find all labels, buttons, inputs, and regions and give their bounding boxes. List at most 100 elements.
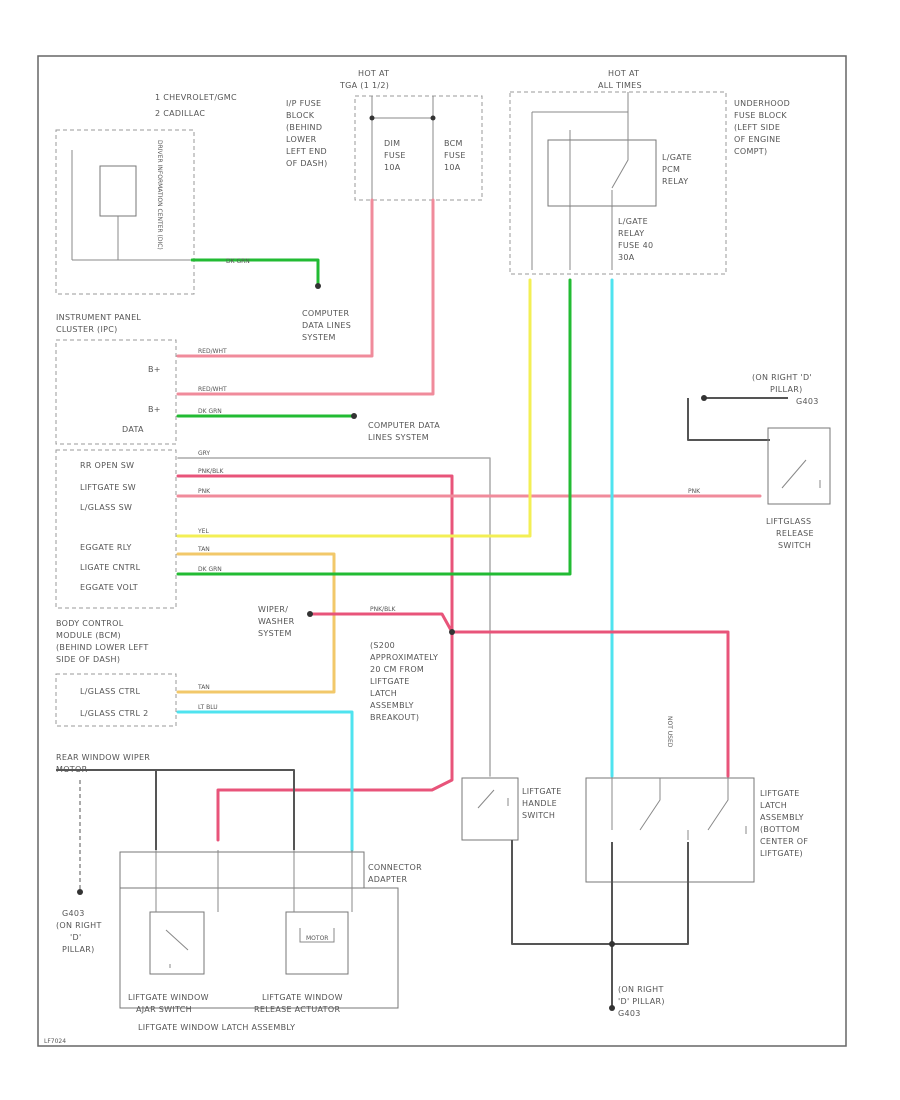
dim-fuse-label: DIM FUSE 10A — [384, 139, 406, 172]
window-latch-label: LIFTGATE WINDOW LATCH ASSEMBLY — [138, 1023, 295, 1032]
driver-info-center — [55, 129, 195, 295]
svg-text:L/GLASS CTRL 2: L/GLASS CTRL 2 — [80, 709, 149, 718]
svg-text:PNK/BLK: PNK/BLK — [370, 606, 397, 613]
svg-text:SYSTEM: SYSTEM — [302, 333, 336, 342]
svg-text:30A: 30A — [618, 253, 635, 262]
svg-text:'D': 'D' — [70, 933, 81, 942]
svg-text:BODY CONTROL: BODY CONTROL — [56, 619, 124, 628]
svg-text:(ON RIGHT: (ON RIGHT — [618, 985, 664, 994]
svg-text:PCM: PCM — [662, 165, 680, 174]
svg-text:PILLAR): PILLAR) — [62, 945, 95, 954]
svg-text:SIDE OF DASH): SIDE OF DASH) — [56, 655, 120, 664]
svg-text:LIFTGATE: LIFTGATE — [522, 787, 562, 796]
svg-text:FUSE 40: FUSE 40 — [618, 241, 653, 250]
svg-text:CONNECTOR: CONNECTOR — [368, 863, 422, 872]
svg-text:(BOTTOM: (BOTTOM — [760, 825, 800, 834]
svg-text:MODULE (BCM): MODULE (BCM) — [56, 631, 121, 640]
svg-text:SWITCH: SWITCH — [778, 541, 811, 550]
svg-text:PNK: PNK — [688, 488, 701, 495]
svg-text:LT BLU: LT BLU — [198, 704, 218, 711]
bcm-box-lower — [55, 673, 177, 727]
svg-text:LATCH: LATCH — [370, 689, 397, 698]
svg-text:RELEASE ACTUATOR: RELEASE ACTUATOR — [254, 1005, 340, 1014]
latch-assembly-label: LIFTGATE LATCH ASSEMBLY (BOTTOM CENTER O… — [760, 789, 808, 858]
svg-text:LEFT END: LEFT END — [286, 147, 327, 156]
wire-rear-wiper — [56, 769, 295, 850]
svg-text:PILLAR): PILLAR) — [770, 385, 803, 394]
svg-text:B+: B+ — [148, 405, 161, 414]
relay-fuse-label: L/GATE RELAY FUSE 40 30A — [618, 217, 653, 262]
svg-text:CENTER OF: CENTER OF — [760, 837, 808, 846]
svg-text:BLOCK: BLOCK — [286, 111, 315, 120]
svg-text:OF ENGINE: OF ENGINE — [734, 135, 781, 144]
svg-text:FUSE: FUSE — [444, 151, 466, 160]
svg-text:G403: G403 — [618, 1009, 641, 1018]
svg-text:ASSEMBLY: ASSEMBLY — [760, 813, 804, 822]
diagram-border — [37, 55, 847, 1047]
wiper-washer-label: WIPER/ WASHER SYSTEM — [258, 605, 294, 638]
svg-text:(LEFT SIDE: (LEFT SIDE — [734, 123, 780, 132]
splice-note: (S200 APPROXIMATELY 20 CM FROM LIFTGATE … — [370, 641, 438, 722]
svg-text:'D' PILLAR): 'D' PILLAR) — [618, 997, 665, 1006]
svg-text:WIPER/: WIPER/ — [258, 605, 288, 614]
computer-data-lines-2: COMPUTER DATA LINES SYSTEM — [368, 421, 440, 442]
handle-switch-label: LIFTGATE HANDLE SWITCH — [522, 787, 562, 820]
svg-text:HANDLE: HANDLE — [522, 799, 557, 808]
ajar-switch-label: LIFTGATE WINDOW AJAR SWITCH — [128, 993, 209, 1014]
liftgate-handle-switch — [461, 777, 519, 841]
svg-text:SYSTEM: SYSTEM — [258, 629, 292, 638]
svg-text:RED/WHT: RED/WHT — [198, 386, 227, 393]
svg-text:ADAPTER: ADAPTER — [368, 875, 408, 884]
wire-labels: RED/WHT RED/WHT DK GRN GRY PNK/BLK PNK Y… — [197, 258, 701, 711]
svg-text:DIM: DIM — [384, 139, 400, 148]
ipc-pin-labels: B+ B+ DATA RR OPEN SW LIFTGATE SW L/GLAS… — [80, 365, 161, 718]
svg-text:APPROXIMATELY: APPROXIMATELY — [370, 653, 438, 662]
svg-text:AJAR SWITCH: AJAR SWITCH — [136, 1005, 192, 1014]
wire-ground-right — [511, 840, 689, 1008]
ajar-switch — [149, 911, 205, 975]
liftglass-switch-label: LIFTGLASS RELEASE SWITCH — [766, 517, 814, 550]
svg-text:BCM: BCM — [444, 139, 463, 148]
wire-cyan-lglass — [176, 710, 354, 852]
svg-text:LATCH: LATCH — [760, 801, 787, 810]
svg-text:DK GRN: DK GRN — [226, 258, 250, 265]
svg-text:LIGATE CNTRL: LIGATE CNTRL — [80, 563, 141, 572]
svg-text:TAN: TAN — [197, 684, 210, 691]
release-actuator-label: LIFTGATE WINDOW RELEASE ACTUATOR — [254, 993, 343, 1014]
svg-text:(ON RIGHT: (ON RIGHT — [56, 921, 102, 930]
svg-text:LIFTGATE WINDOW: LIFTGATE WINDOW — [128, 993, 209, 1002]
svg-text:EGGATE VOLT: EGGATE VOLT — [80, 583, 138, 592]
diagram-code: LF7024 — [44, 1038, 66, 1045]
svg-text:(BEHIND LOWER LEFT: (BEHIND LOWER LEFT — [56, 643, 149, 652]
ip-fuse-block-label: I/P FUSE BLOCK (BEHIND LOWER LEFT END OF… — [286, 99, 327, 168]
svg-text:(S200: (S200 — [370, 641, 395, 650]
connector-adapter — [119, 851, 365, 889]
liftgate-relay-label: L/GATE PCM RELAY — [662, 153, 692, 186]
svg-text:PNK: PNK — [198, 488, 211, 495]
svg-text:RELAY: RELAY — [618, 229, 645, 238]
svg-text:DK GRN: DK GRN — [198, 408, 222, 415]
legend-1: 1 CHEVROLET/GMC — [155, 93, 237, 102]
svg-text:EGGATE RLY: EGGATE RLY — [80, 543, 132, 552]
svg-text:CLUSTER (IPC): CLUSTER (IPC) — [56, 325, 118, 334]
svg-text:GRY: GRY — [198, 450, 210, 457]
wire-pink-blk — [176, 474, 454, 842]
wire-red-bcm — [176, 198, 435, 396]
connector-adapter-label: CONNECTOR ADAPTER — [368, 863, 422, 884]
svg-text:DK GRN: DK GRN — [198, 566, 222, 573]
ground-left-label: G403 (ON RIGHT 'D' PILLAR) — [56, 909, 102, 954]
svg-text:RELEASE: RELEASE — [776, 529, 814, 538]
ground-top-label: (ON RIGHT 'D' PILLAR) G403 — [752, 373, 818, 406]
svg-text:BREAKOUT): BREAKOUT) — [370, 713, 419, 722]
svg-text:LIFTGATE: LIFTGATE — [370, 677, 410, 686]
svg-text:RELAY: RELAY — [662, 177, 689, 186]
svg-text:10A: 10A — [444, 163, 461, 172]
svg-text:REAR WINDOW WIPER: REAR WINDOW WIPER — [56, 753, 150, 762]
svg-text:YEL: YEL — [197, 528, 209, 535]
ip-fuse-block — [354, 95, 483, 201]
release-actuator — [285, 911, 349, 975]
svg-text:LIFTGLASS: LIFTGLASS — [766, 517, 811, 526]
computer-data-lines-1: COMPUTER DATA LINES SYSTEM — [302, 309, 351, 342]
svg-text:FUSE: FUSE — [384, 151, 406, 160]
